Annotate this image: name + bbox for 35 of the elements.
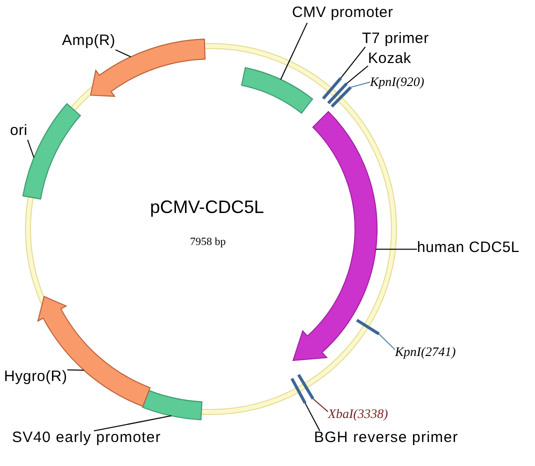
feature-label: Hygro(R) xyxy=(4,368,68,387)
leader-line xyxy=(66,369,84,371)
promoter-feature-arc xyxy=(241,67,314,114)
feature-label: Kozak xyxy=(368,50,412,69)
primer-marker xyxy=(322,77,342,100)
leader-line xyxy=(346,65,368,84)
coding-region-arc xyxy=(292,111,378,361)
leader-line xyxy=(304,402,320,432)
leader-line xyxy=(27,139,34,158)
leader-line xyxy=(350,82,370,88)
feature-label: KpnI(920) xyxy=(370,74,424,90)
feature-label: BGH reverse primer xyxy=(314,429,458,448)
feature-label: ori xyxy=(10,122,28,141)
feature-label: SV40 early promoter xyxy=(12,429,161,448)
plasmid-size: 7958 bp xyxy=(190,236,226,250)
feature-label: CMV promoter xyxy=(292,4,394,23)
feature-label: T7 primer xyxy=(362,30,429,49)
primer-marker xyxy=(290,378,306,404)
feature-label: Amp(R) xyxy=(62,32,116,51)
restriction-site-marker xyxy=(356,318,380,336)
leader-line xyxy=(312,398,328,412)
promoter-feature-arc xyxy=(142,390,202,420)
leader-line xyxy=(115,49,132,58)
plasmid-name: pCMV-CDC5L xyxy=(150,196,264,218)
feature-label: XbaI(3338) xyxy=(328,406,388,422)
leader-line xyxy=(280,22,308,80)
restriction-site-marker xyxy=(330,86,352,108)
restriction-site-marker xyxy=(297,374,314,400)
leader-line xyxy=(375,248,418,250)
feature-label: KpnI(2741) xyxy=(395,344,456,360)
feature-label: human CDC5L xyxy=(417,239,520,258)
leader-line xyxy=(378,333,396,350)
sequence-marker xyxy=(327,82,348,104)
leader-line xyxy=(340,46,366,79)
leader-line xyxy=(93,415,172,432)
